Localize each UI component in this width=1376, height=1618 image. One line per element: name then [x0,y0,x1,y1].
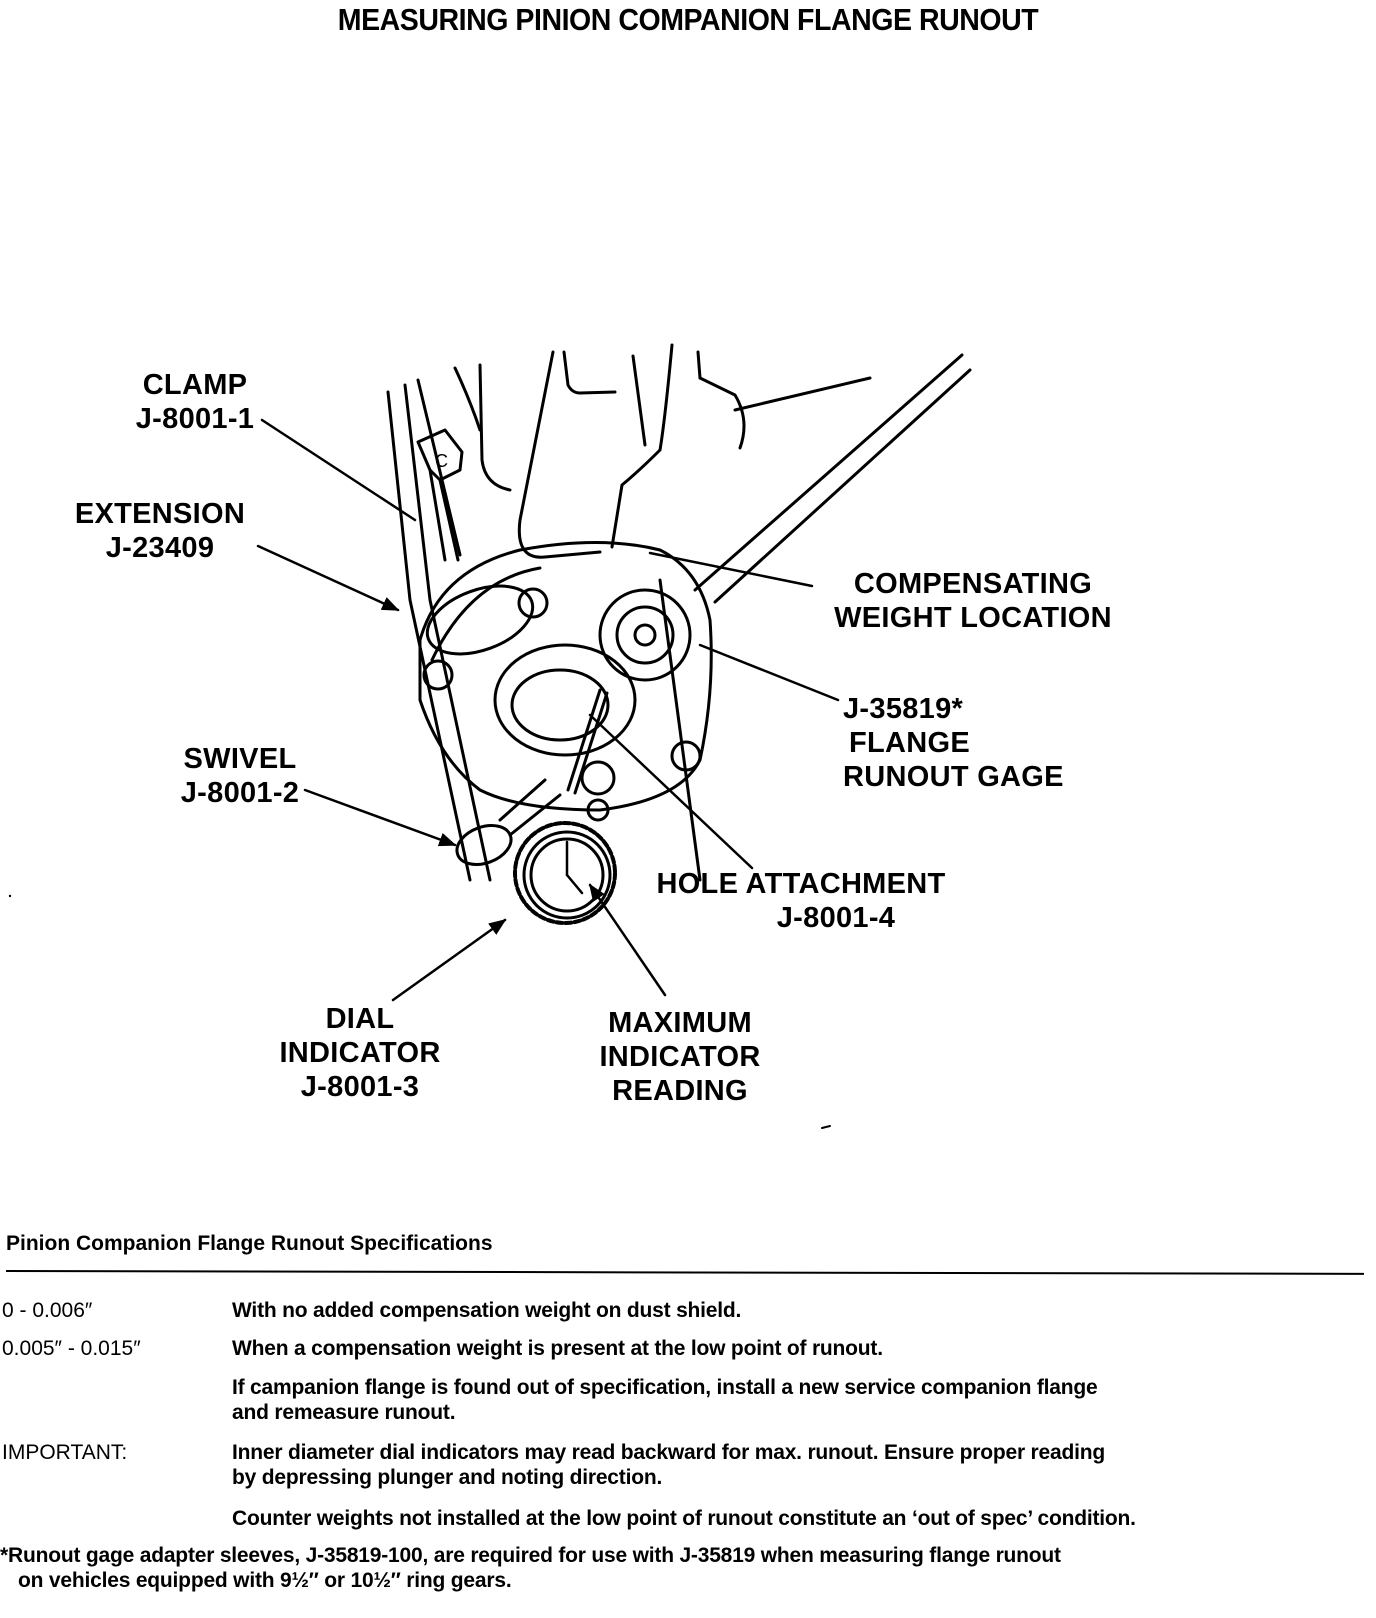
hole-leader [588,713,754,870]
spec-row: 0 - 0.006″ With no added compensation we… [2,1298,1372,1323]
compensating-line2: WEIGHT LOCATION [834,602,1112,634]
spec-text: and remeasure runout. [232,1401,456,1424]
dial-part: J-8001-3 [300,1071,420,1103]
extension-name: EXTENSION [74,498,246,530]
gage-part: J-35819* [843,693,964,725]
spec-row: Counter weights not installed at the low… [2,1506,1372,1531]
spec-row: If campanion flange is found out of spec… [2,1375,1372,1425]
spec-row: 0.005″ - 0.015″ When a compensation weig… [2,1336,1372,1361]
clamp-label: CLAMP J-8001-1 [120,368,270,436]
footnote: *Runout gage adapter sleeves, J-35819-10… [0,1543,1370,1593]
spec-text: When a compensation weight is present at… [232,1337,883,1360]
hole-attachment-label: HOLE ATTACHMENT J-8001-4 [636,867,966,935]
clamp-leader [260,418,417,522]
spec-heading: Pinion Companion Flange Runout Specifica… [6,1232,493,1255]
spec-text: Counter weights not installed at the low… [232,1507,1136,1530]
spec-text: With no added compensation weight on dus… [232,1299,742,1322]
gage-leader [698,643,840,702]
dial-leader [391,918,507,1002]
swivel-label: SWIVEL J-8001-2 [160,742,320,810]
spec-text: by depressing plunger and noting directi… [232,1466,663,1489]
swivel-leader [303,788,457,847]
dial-line2: INDICATOR [279,1037,441,1069]
spec-text: Inner diameter dial indicators may read … [232,1441,1106,1464]
housing-drawing: C [386,343,972,925]
maximum-reading-label: MAXIMUM INDICATOR READING [580,1006,780,1108]
footnote-line: on vehicles equipped with 9½″ or 10½″ ri… [18,1569,512,1592]
footnote-line: *Runout gage adapter sleeves, J-35819-10… [0,1544,1061,1567]
runout-gage-label: J-35819* FLANGE RUNOUT GAGE [843,692,1064,794]
svg-text:C: C [435,451,448,471]
swivel-name: SWIVEL [183,743,297,775]
extension-label: EXTENSION J-23409 [55,497,265,565]
swivel-part: J-8001-2 [180,777,300,809]
compensating-weight-label: COMPENSATING WEIGHT LOCATION [818,567,1128,635]
clamp-name: CLAMP [142,369,248,401]
spec-key: 0 - 0.006″ [2,1299,93,1322]
maximum-leader [588,883,667,997]
gage-line2: FLANGE [849,727,971,759]
dial-indicator-label: DIAL INDICATOR J-8001-3 [260,1002,460,1104]
spec-text: If campanion flange is found out of spec… [232,1376,1098,1399]
extension-part: J-23409 [105,532,215,564]
spec-key: 0.005″ - 0.015″ [2,1337,141,1360]
maximum-line3: READING [612,1075,748,1107]
hole-part: J-8001-4 [776,902,896,934]
compensating-leader [648,551,814,588]
maximum-line1: MAXIMUM [608,1007,752,1039]
extension-leader [256,544,400,612]
hole-name: HOLE ATTACHMENT [656,868,946,900]
spec-key: IMPORTANT: [2,1441,128,1464]
dial-line1: DIAL [325,1003,395,1035]
spec-row: IMPORTANT: Inner diameter dial indicator… [2,1440,1372,1490]
page-title: MEASURING PINION COMPANION FLANGE RUNOUT [337,2,1039,37]
gage-line3: RUNOUT GAGE [843,761,1064,793]
compensating-line1: COMPENSATING [853,568,1093,600]
maximum-line2: INDICATOR [599,1041,761,1073]
clamp-part: J-8001-1 [135,403,255,435]
